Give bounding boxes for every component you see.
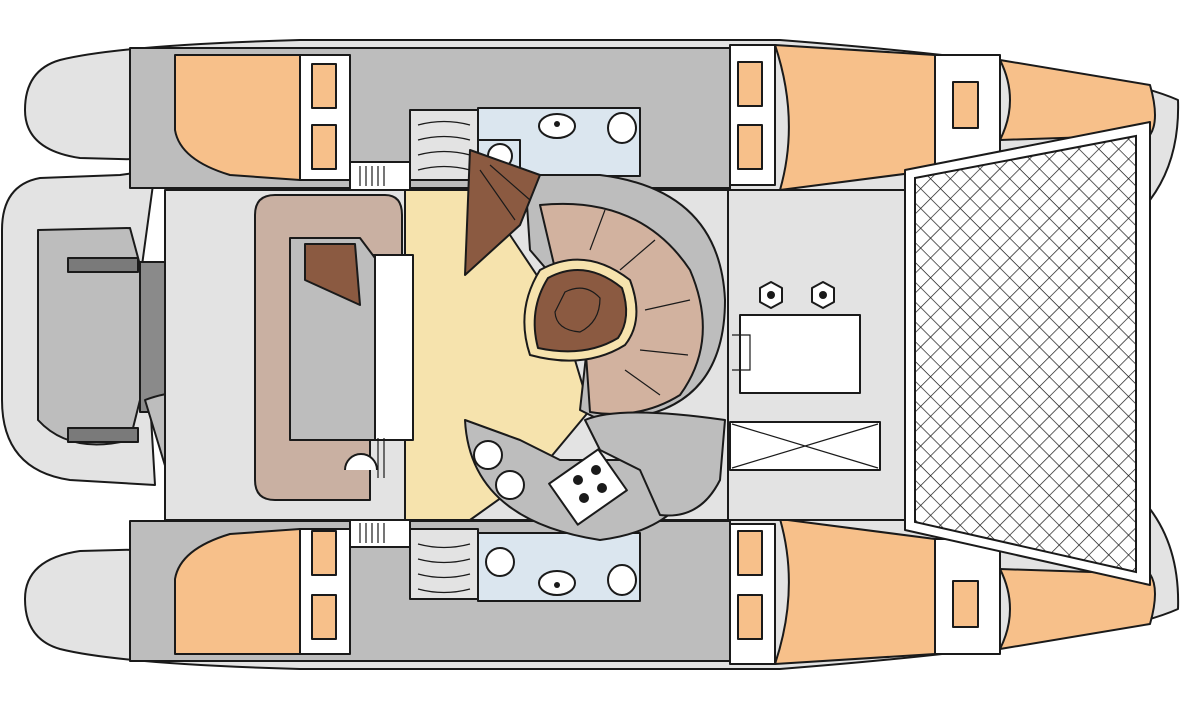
trampoline-mesh-icon [914,134,1137,574]
starboard-hull [24,508,1180,670]
starboard-grille [349,516,411,548]
winch-icon [811,281,835,309]
starboard-stairs [409,528,479,600]
sink-icon [538,113,576,139]
port-aft-window-2 [311,124,337,170]
port-fwd-window-2 [737,124,763,170]
starboard-stair-treads [417,543,471,594]
starboard-shower-drain [485,547,515,577]
saloon [164,149,731,541]
starboard-aft-window-1 [311,530,337,576]
toilet-icon [607,112,637,144]
galley-sink-left [473,440,503,470]
nav-chair [304,243,361,306]
starboard-aft-window-2 [311,594,337,640]
side-cabinet-lines [479,164,531,221]
settee-seams [589,209,691,396]
galley-sink-icon [344,438,385,478]
galley-counter [374,254,414,441]
forward-locker-hinge [732,334,751,371]
forward-cockpit [727,189,909,521]
saloon-table-top [533,269,628,353]
starboard-aft-bunk [174,528,301,655]
starboard-bow-bunk [999,568,1156,650]
starboard-fwd-window-2 [737,594,763,640]
starboard-fwd-window-1 [737,530,763,576]
sink-icon [538,570,576,596]
cockpit-table-rail-top [67,257,139,273]
port-grille [349,161,411,193]
port-bow-bunk [999,59,1156,141]
port-aft-window-1 [311,63,337,109]
starboard-bow-window [952,580,979,628]
trampoline [904,121,1151,586]
galley-sink-right [495,470,525,500]
side-cabinet [464,149,541,276]
port-stair-treads [417,120,471,171]
galley-curve-counter [584,411,726,517]
cockpit-table-rail-bottom [67,427,139,443]
port-bow-window [952,81,979,129]
port-fwd-window-1 [737,61,763,107]
starboard-grille-bars [359,523,385,543]
toilet-icon [607,564,637,596]
port-hull [24,39,1180,201]
saloon-table-inlay [554,287,601,333]
stove-icon [548,448,628,526]
winch-icon [759,281,783,309]
starboard-fwd-bunk [774,518,936,665]
port-aft-bunk [174,54,301,181]
forward-locker [739,314,861,394]
port-grille-bars [359,166,385,186]
